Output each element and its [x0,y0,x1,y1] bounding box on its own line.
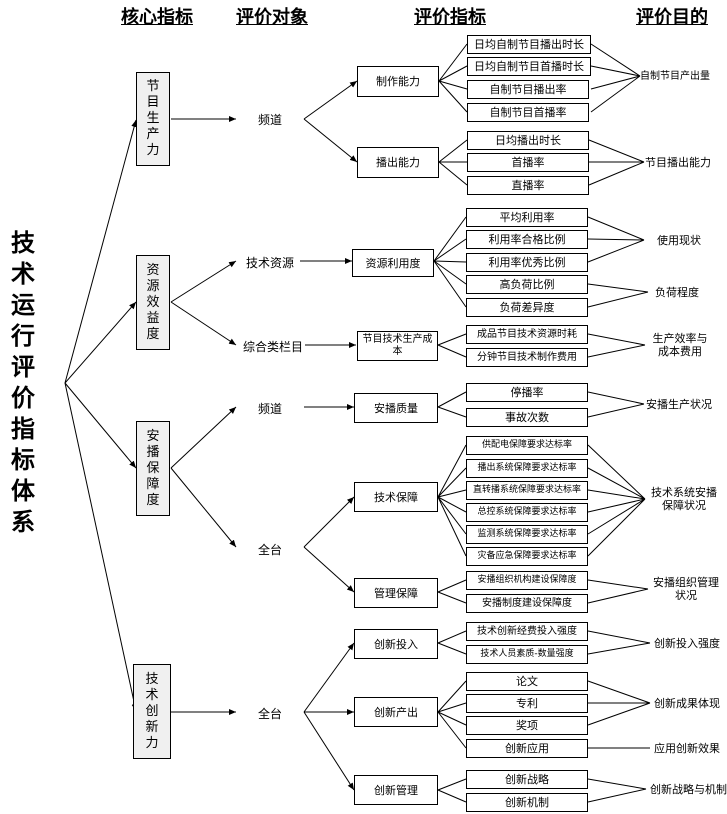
purpose-label: 安播组织管理状况 [653,576,719,602]
core-safety-label: 安播保障度 [146,428,160,508]
indicator-box: 奖项 [466,716,588,735]
purpose-label: 负荷程度 [655,286,699,299]
indicator-box: 技术人员素质-数量强度 [466,645,588,664]
core-resource-box: 资源效益度 [136,255,170,350]
system-title: 技 术 运 行 评 价 指 标 体 系 [8,228,38,538]
indicator-box: 日均自制节目播出时长 [467,35,591,54]
indicator-box: 高负荷比例 [466,275,588,294]
category-innovation-mgmt: 创新管理 [354,775,438,805]
indicator-box: 安播制度建设保障度 [466,594,588,613]
core-resource-label: 资源效益度 [146,262,160,342]
indicator-box: 专利 [466,694,588,713]
header-evaluation-object: 评价对象 [236,7,308,28]
indicator-box: 安播组织机构建设保障度 [466,571,588,590]
category-make-capacity: 制作能力 [357,66,439,97]
indicator-box: 供配电保障要求达标率 [466,436,588,455]
category-innovation-output: 创新产出 [354,697,438,727]
category-safe-quality: 安播质量 [354,393,438,423]
title-char: 系 [11,508,35,536]
indicator-box: 灾备应急保障要求达标率 [466,547,588,566]
object-whole-station: 全台 [258,543,283,557]
core-safety-box: 安播保障度 [136,421,170,516]
indicator-box: 技术创新经费投入强度 [466,622,588,641]
indicator-box: 监测系统保障要求达标率 [466,525,588,544]
purpose-label: 安播生产状况 [646,398,712,411]
indicator-box: 播出系统保障要求达标率 [466,459,588,478]
object-program-column: 综合类栏目 [243,340,304,354]
title-char: 价 [11,384,35,412]
purpose-label: 应用创新效果 [654,742,720,755]
title-char: 技 [11,229,35,257]
category-tech-guarantee: 技术保障 [354,482,438,512]
title-char: 术 [11,260,35,288]
title-char: 评 [11,353,35,381]
header-core-indicator: 核心指标 [121,7,193,28]
indicator-box: 首播率 [467,153,589,172]
core-innovation-box: 技术创新力 [133,664,171,759]
indicator-box: 日均自制节目首播时长 [467,57,591,76]
category-innovation-input: 创新投入 [354,629,438,659]
core-innovation-label: 技术创新力 [145,671,159,751]
core-production-box: 节目生产力 [136,72,170,166]
purpose-label: 使用现状 [657,234,701,247]
purpose-label: 创新投入强度 [654,637,720,650]
title-char: 运 [11,291,35,319]
indicator-box: 总控系统保障要求达标率 [466,503,588,522]
core-production-label: 节目生产力 [146,79,160,158]
purpose-label: 节目播出能力 [645,156,711,169]
header-evaluation-indicator: 评价指标 [414,7,486,28]
indicator-box: 分钟节目技术制作费用 [466,348,588,367]
purpose-label: 生产效率与成本费用 [652,332,708,358]
indicator-box: 创新战略 [466,770,588,789]
title-char: 指 [11,415,35,443]
purpose-label: 创新成果体现 [654,697,720,710]
category-resource-use: 资源利用度 [352,249,434,277]
indicator-box: 直播率 [467,176,589,195]
category-program-cost: 节目技术生产成本 [357,331,438,361]
indicator-box: 日均播出时长 [467,131,589,150]
indicator-box: 事故次数 [466,408,588,427]
indicator-box: 停播率 [466,383,588,402]
purpose-label: 自制节目产出量 [640,71,710,82]
indicator-box: 自制节目首播率 [467,103,589,122]
indicator-box: 直转播系统保障要求达标率 [466,481,588,500]
object-tech-resource: 技术资源 [246,256,295,270]
indicator-box: 创新机制 [466,793,588,812]
indicator-box: 创新应用 [466,739,588,758]
purpose-label: 技术系统安播保障状况 [651,486,717,512]
indicator-box: 利用率优秀比例 [466,253,588,272]
purpose-label: 创新战略与机制 [650,783,727,796]
indicator-box: 论文 [466,672,588,691]
indicator-box: 自制节目播出率 [467,80,589,99]
indicator-box: 负荷差异度 [466,298,588,317]
object-whole-station: 全台 [258,707,283,721]
category-mgmt-guarantee: 管理保障 [354,578,438,608]
object-channel: 频道 [258,113,283,127]
title-char: 行 [11,322,35,350]
header-evaluation-purpose: 评价目的 [636,7,708,28]
indicator-box: 成品节目技术资源时耗 [466,325,588,344]
object-channel: 频道 [258,402,283,416]
title-char: 体 [11,477,35,505]
title-char: 标 [11,446,35,474]
indicator-box: 平均利用率 [466,208,588,227]
indicator-box: 利用率合格比例 [466,230,588,249]
category-broadcast-capacity: 播出能力 [357,147,439,178]
